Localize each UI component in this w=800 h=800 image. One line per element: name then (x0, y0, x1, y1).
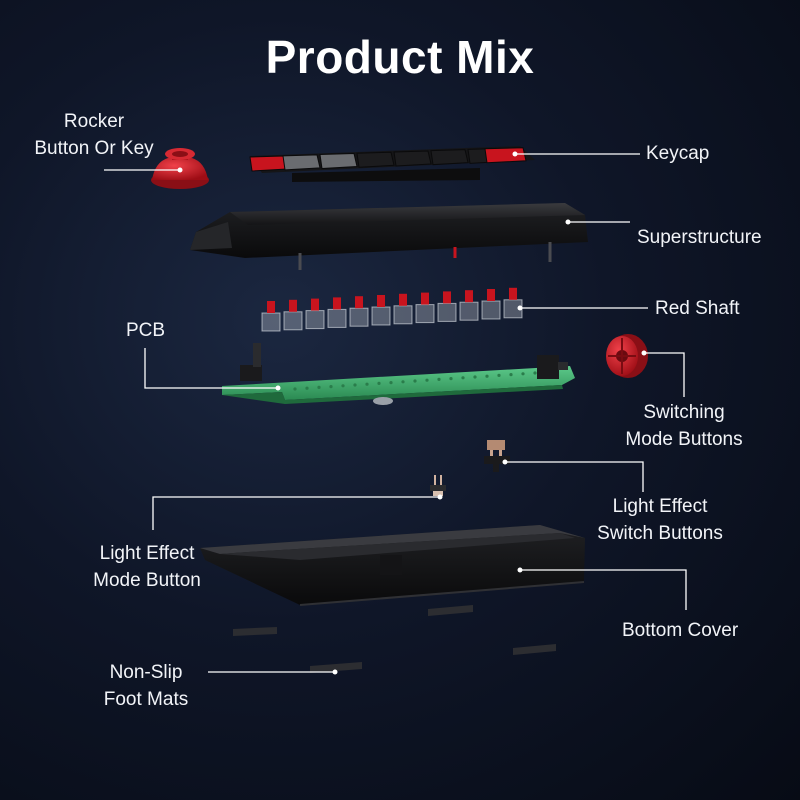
switch-housing (261, 312, 281, 332)
switch-stem (377, 295, 385, 307)
switch-housing (459, 301, 479, 321)
label-switching-mode: Switching Mode Buttons (612, 399, 756, 453)
light-effect-mode-part (430, 475, 446, 496)
pcb-solder-point (317, 385, 321, 389)
switch-stem (421, 292, 429, 305)
label-light-effect-switch-line1: Light Effect (612, 496, 708, 517)
pcb-solder-point (365, 382, 369, 386)
label-pcb-line1: PCB (126, 320, 166, 341)
switch-housing (437, 302, 457, 322)
red-shaft-part (261, 287, 523, 332)
switch-stem (311, 298, 319, 311)
pcb-solder-point (521, 372, 525, 376)
pcb-part (222, 343, 575, 405)
label-rocker-line1: Rocker (63, 111, 125, 132)
keycap-block (249, 155, 288, 172)
switch-stem (267, 301, 275, 313)
label-light-effect-mode-line2: Mode Button (93, 570, 201, 591)
keycap-block (319, 153, 358, 170)
keycap-block (356, 151, 395, 168)
label-foot-mats-line1: Non-Slip (109, 662, 183, 683)
pcb-solder-point (341, 384, 345, 388)
label-bottom-cover-line1: Bottom Cover (622, 620, 739, 641)
pcb-solder-point (497, 373, 501, 377)
label-keycap-line1: Keycap (646, 143, 710, 164)
switch-stem (289, 299, 297, 312)
keycap-block (393, 150, 432, 167)
pcb-solder-point (533, 371, 537, 375)
pcb-solder-point (389, 381, 393, 385)
label-light-effect-switch: Light Effect Switch Buttons (588, 493, 732, 547)
label-pcb: PCB (126, 317, 165, 344)
switch-stem (399, 293, 407, 306)
pcb-solder-point (461, 376, 465, 380)
switch-housing (305, 310, 325, 330)
switch-stem (355, 296, 363, 309)
switch-housing (283, 311, 303, 331)
pcb-solder-point (401, 380, 405, 384)
label-rocker: Rocker Button Or Key (28, 108, 160, 162)
label-superstructure: Superstructure (637, 224, 762, 251)
rocker-button-part (151, 148, 209, 189)
switch-housing (415, 304, 435, 324)
label-foot-mats-line2: Foot Mats (103, 689, 189, 710)
label-red-shaft-line1: Red Shaft (655, 298, 740, 319)
label-light-effect-mode: Light Effect Mode Button (82, 540, 212, 594)
label-red-shaft: Red Shaft (655, 295, 740, 322)
pcb-solder-point (293, 387, 297, 391)
label-switching-mode-line1: Switching (643, 402, 725, 423)
switch-stem (487, 289, 495, 301)
foot-mats-part (233, 605, 556, 673)
switch-housing (327, 308, 347, 328)
switching-mode-wheel-part (606, 334, 648, 378)
pcb-solder-point (437, 377, 441, 381)
switch-stem (333, 297, 341, 310)
bottom-cover-part (200, 525, 585, 606)
leader-dots (177, 151, 647, 675)
pcb-solder-point (425, 378, 429, 382)
keycap-part (249, 146, 535, 182)
label-foot-mats: Non-Slip Foot Mats (96, 659, 196, 713)
pcb-solder-point (377, 381, 381, 385)
keycap-block (282, 154, 321, 171)
switch-stem (465, 290, 473, 303)
light-effect-switch-part (484, 440, 510, 472)
label-light-effect-switch-line2: Switch Buttons (597, 523, 723, 544)
label-light-effect-mode-line1: Light Effect (99, 543, 195, 564)
leader-lines (104, 153, 687, 673)
keycap-block (430, 149, 469, 166)
label-superstructure-line1: Superstructure (637, 227, 762, 248)
switch-housing (349, 307, 369, 327)
label-bottom-cover: Bottom Cover (622, 617, 738, 644)
label-switching-mode-line2: Mode Buttons (625, 429, 743, 450)
switch-housing (393, 305, 413, 325)
label-rocker-line2: Button Or Key (34, 138, 154, 159)
switch-stem (509, 287, 517, 300)
switch-housing (481, 300, 501, 320)
pcb-solder-point (473, 375, 477, 379)
pcb-solder-point (305, 386, 309, 390)
page-title: Product Mix (265, 31, 535, 83)
pcb-solder-point (413, 379, 417, 383)
pcb-solder-point (485, 374, 489, 378)
keycap-block (484, 147, 527, 164)
switch-stem (443, 291, 451, 304)
pcb-solder-point (509, 373, 513, 377)
pcb-solder-point (329, 385, 333, 389)
pcb-solder-point (353, 383, 357, 387)
label-keycap: Keycap (646, 140, 709, 167)
switch-housing (371, 306, 391, 326)
pcb-solder-point (449, 377, 453, 381)
superstructure-part (190, 203, 588, 270)
